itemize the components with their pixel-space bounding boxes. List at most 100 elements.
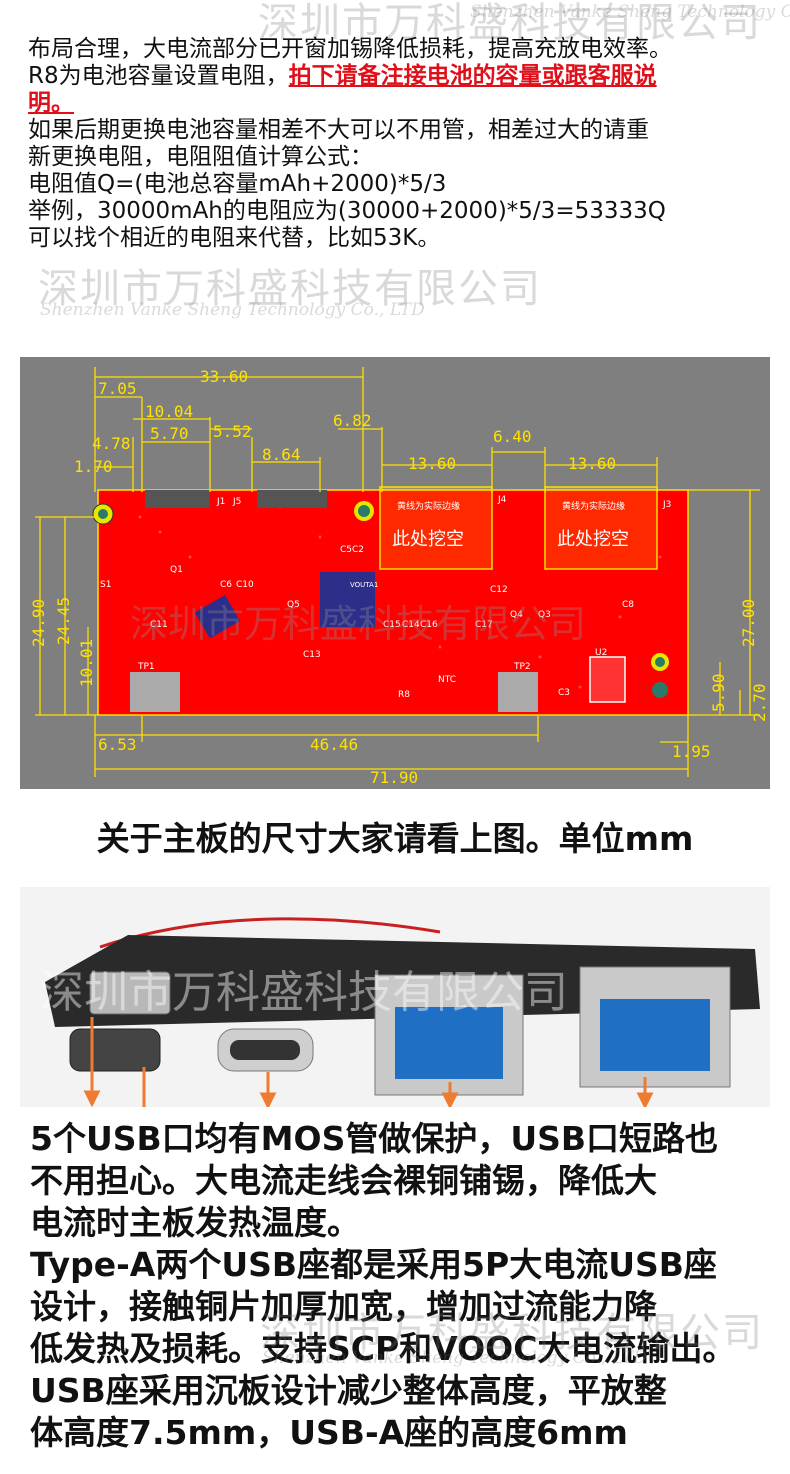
mount-hole-1-center xyxy=(98,509,108,519)
dim-27-00: 27.00 xyxy=(739,599,758,647)
port-arrows xyxy=(83,1017,654,1112)
feature-line-1: 5个USB口均有MOS管做保护，USB口短路也 xyxy=(30,1119,719,1158)
silk-j3: J3 xyxy=(662,500,671,510)
dim-5-70: 5.70 xyxy=(150,424,189,443)
silk-c15: C15 xyxy=(383,620,401,630)
lightning-port xyxy=(69,1028,161,1072)
silk-s1: S1 xyxy=(100,580,111,590)
pcb-micro-j5 xyxy=(257,490,327,508)
pcb-typec-j1 xyxy=(145,490,210,508)
feature-line-5: 设计，接触铜片加厚加宽，增加过流能力降 xyxy=(30,1287,657,1326)
silk-c3: C3 xyxy=(558,688,570,698)
intro-line-4: 如果后期更换电池容量相差不大可以不用管，相差过大的请重 xyxy=(28,117,649,143)
intro-line-6: 电阻值Q=(电池总容量mAh+2000)*5/3 xyxy=(28,171,447,197)
dimension-caption: 关于主板的尺寸大家请看上图。单位mm xyxy=(96,819,694,858)
micro-usb-port xyxy=(89,971,171,1015)
dim-6-40: 6.40 xyxy=(493,427,532,446)
feature-line-7: USB座采用沉板设计减少整体高度，平放整 xyxy=(30,1371,667,1410)
pcb-main-ic xyxy=(320,572,375,627)
feature-line-4: Type-A两个USB座都是采用5P大电流USB座 xyxy=(30,1245,717,1284)
cutout-note-j3: 黄线为实际边缘 xyxy=(562,500,625,512)
dim-13-60-a: 13.60 xyxy=(408,454,456,473)
feature-line-2: 不用担心。大电流走线会裸铜铺锡，降低大 xyxy=(30,1161,657,1200)
usb-a-port-2-insert xyxy=(600,999,710,1071)
intro-line-1: 布局合理，大电流部分已开窗加锡降低损耗，提高充放电效率。 xyxy=(28,36,672,62)
silk-c8: C8 xyxy=(622,600,634,610)
dim-5-52: 5.52 xyxy=(213,422,252,441)
feature-line-6: 低发热及损耗。支持SCP和VOOC大电流输出。 xyxy=(30,1329,736,1368)
watermark-cn-photo: 深圳市万科盛科技有限公司 xyxy=(40,967,568,1018)
dim-24-45: 24.45 xyxy=(54,597,73,645)
cutout-label-j4: 此处挖空 xyxy=(392,529,464,550)
silk-q1: Q1 xyxy=(170,565,183,575)
pcb-tp2-pad xyxy=(498,672,538,712)
type-c-inner xyxy=(230,1040,300,1060)
silk-c16: C16 xyxy=(420,620,438,630)
dim-46-46: 46.46 xyxy=(310,735,358,754)
dim-2-70: 2.70 xyxy=(750,683,769,722)
watermark-cn-board: 深圳市万科盛科技有限公司 xyxy=(130,602,586,646)
pcb-u2 xyxy=(589,656,626,703)
pcb-cutout-j4 xyxy=(379,486,493,570)
mount-hole-2-center xyxy=(358,505,370,517)
pcb-svg: 黄线为实际边缘 黄线为实际边缘 此处挖空 此处挖空 J1 J5 J4 J3 S1… xyxy=(29,367,769,787)
silk-vout: VOUTA1 xyxy=(350,581,378,589)
dim-10-01: 10.01 xyxy=(77,639,96,687)
dim-6-53: 6.53 xyxy=(98,735,137,754)
silk-j5: J5 xyxy=(232,497,241,507)
silk-c2: C2 xyxy=(352,545,364,555)
feature-text: 5个USB口均有MOS管做保护，USB口短路也 不用担心。大电流走线会裸铜铺锡，… xyxy=(30,1118,785,1454)
dim-4-78: 4.78 xyxy=(92,434,131,453)
silk-q5: Q5 xyxy=(287,600,300,610)
watermark-en-mid: Shenzhen Vanke Sheng Technology Co., LTD xyxy=(40,300,425,320)
intro-remark-highlight: 拍下请备注接电池的容量或跟客服说 xyxy=(288,63,657,89)
pcb-ic-2 xyxy=(194,595,241,639)
mount-hole-3-center xyxy=(655,657,665,667)
usb-a-port-1-insert xyxy=(395,1007,503,1079)
silk-c13: C13 xyxy=(303,650,321,660)
dim-10-04: 10.04 xyxy=(145,402,193,421)
silk-q4: Q4 xyxy=(510,610,523,620)
silk-r8: R8 xyxy=(398,690,410,700)
watermark-en-top: Shenzhen Vanke Sheng Technology Co., LTD xyxy=(470,2,790,22)
dim-24-90: 24.90 xyxy=(29,599,48,647)
silk-c14: C14 xyxy=(402,620,420,630)
dim-1-95: 1.95 xyxy=(672,742,711,761)
dim-6-82: 6.82 xyxy=(333,411,372,430)
silk-c12: C12 xyxy=(490,585,508,595)
battery-wire xyxy=(99,917,441,949)
dim-7-05: 7.05 xyxy=(98,379,137,398)
silk-q3: Q3 xyxy=(538,610,551,620)
dim-1-70: 1.70 xyxy=(74,457,113,476)
intro-text: 布局合理，大电流部分已开窗加锡降低损耗，提高充放电效率。 R8为电池容量设置电阻… xyxy=(28,36,778,252)
dim-5-90: 5.90 xyxy=(709,673,728,712)
product-photo-svg: 深圳市万科盛科技有限公司 xyxy=(40,917,760,1112)
dim-13-60-b: 13.60 xyxy=(568,454,616,473)
pcb-tp1-pad xyxy=(130,672,180,712)
intro-line-2: R8为电池容量设置电阻，拍下请备注接电池的容量或跟客服说 xyxy=(28,63,778,90)
dimension-lines xyxy=(35,367,760,777)
feature-line-3: 电流时主板发热温度。 xyxy=(30,1203,360,1242)
silk-u2: U2 xyxy=(595,648,607,658)
cutout-note-j4: 黄线为实际边缘 xyxy=(397,500,460,512)
silk-j4: J4 xyxy=(497,495,507,505)
silk-c10: C10 xyxy=(236,580,254,590)
watermark-cn-mid: 深圳市万科盛科技有限公司 xyxy=(38,266,542,312)
intro-line-7: 举例，30000mAh的电阻应为(30000+2000)*5/3=53333Q xyxy=(28,198,666,224)
silk-c11: C11 xyxy=(150,620,168,630)
cutout-label-j3: 此处挖空 xyxy=(557,529,629,550)
mount-hole-4 xyxy=(652,682,668,698)
pcb-dimension-drawing: 黄线为实际边缘 黄线为实际边缘 此处挖空 此处挖空 J1 J5 J4 J3 S1… xyxy=(20,357,770,789)
silk-j1: J1 xyxy=(216,497,225,507)
dim-71-90: 71.90 xyxy=(370,768,418,787)
intro-line-8: 可以找个相近的电阻来代替，比如53K。 xyxy=(28,225,441,251)
dim-33-60: 33.60 xyxy=(200,367,248,386)
intro-line-2-prefix: R8为电池容量设置电阻， xyxy=(28,63,289,89)
pcb-cutout-j3 xyxy=(544,486,658,570)
silk-tp2: TP2 xyxy=(513,662,531,672)
dim-8-64: 8.64 xyxy=(262,445,301,464)
feature-line-8: 体高度7.5mm，USB-A座的高度6mm xyxy=(30,1413,628,1452)
intro-line-5: 新更换电阻，电阻阻值计算公式： xyxy=(28,144,373,170)
silk-c6: C6 xyxy=(220,580,232,590)
silk-tp1: TP1 xyxy=(137,662,155,672)
